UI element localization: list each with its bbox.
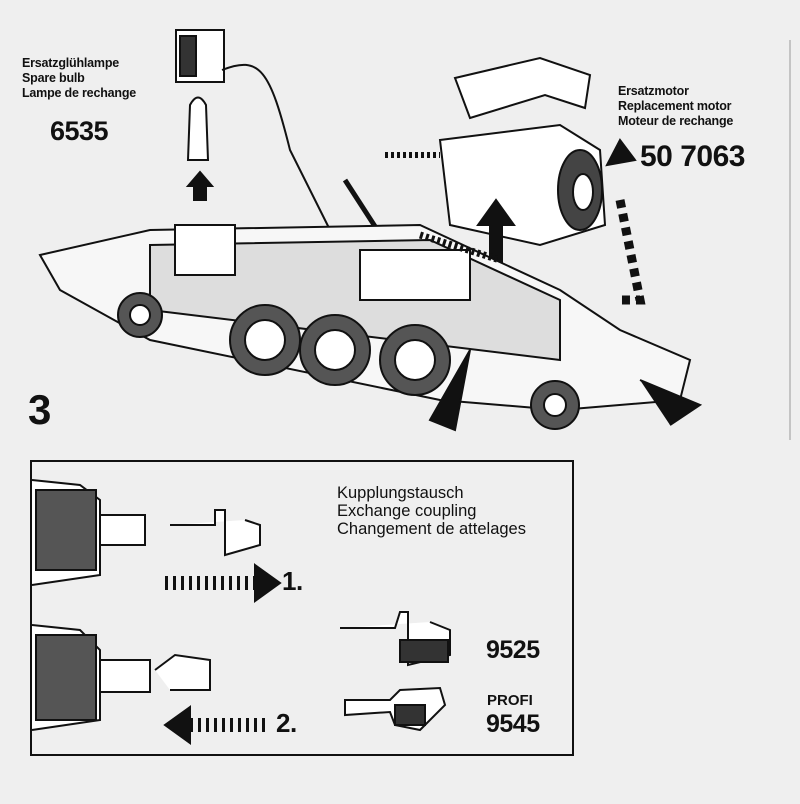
arrow-up-icon: [185, 170, 215, 201]
profi-label: PROFI: [487, 692, 533, 709]
loco-end-lower: [31, 624, 211, 731]
motor-label-en: Replacement motor: [618, 99, 732, 113]
step-2-label: 2.: [276, 708, 297, 738]
motor-label: Ersatzmotor Replacement motor Moteur de …: [618, 84, 733, 129]
arrow-right-icon: [254, 563, 282, 603]
bulb-label-de: Ersatzglühlampe: [22, 56, 120, 70]
motor-label-de: Ersatzmotor: [618, 84, 689, 98]
loco-end-upper: [31, 479, 146, 586]
motor-cover: [453, 56, 592, 120]
coupling-title-en: Exchange coupling: [337, 502, 477, 520]
coupling-exchange-box: [30, 460, 574, 756]
step-number: 3: [28, 386, 52, 433]
standard-coupling-part-number: 9525: [486, 636, 540, 664]
profi-coupling-part-number: 9545: [486, 710, 540, 738]
coupling-title-de: Kupplungstausch: [337, 484, 464, 502]
bulb-label-fr: Lampe de rechange: [22, 86, 137, 100]
step-1-label: 1.: [282, 566, 303, 596]
motor-part-number: 50 7063: [640, 140, 745, 173]
arrow-left-icon: [163, 705, 191, 745]
coupling-title: Kupplungstausch Exchange coupling Change…: [337, 484, 526, 538]
spare-bulb-icon: [186, 96, 210, 161]
coupling-title-fr: Changement de attelages: [337, 520, 526, 538]
coupling-9525-icon: [340, 611, 451, 667]
bulb-wire: [221, 63, 361, 241]
coupling-part: [170, 509, 261, 557]
motor-label-fr: Moteur de rechange: [618, 114, 734, 128]
bulb-label: Ersatzglühlampe Spare bulb Lampe de rech…: [22, 56, 136, 101]
bulb-label-en: Spare bulb: [22, 71, 85, 85]
coupling-9545-icon: [344, 686, 447, 732]
bulb-part-number: 6535: [50, 116, 109, 146]
